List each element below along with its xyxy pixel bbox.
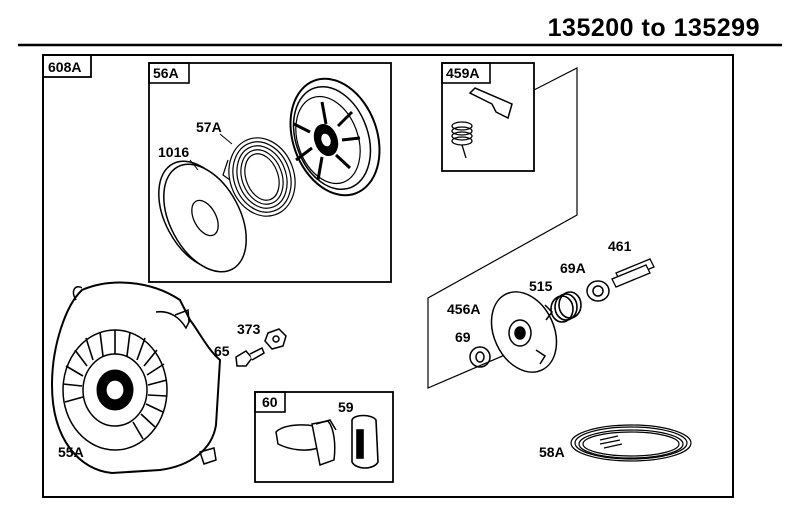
outer-frame-tab xyxy=(42,54,92,78)
starter-pulley-box-label: 56A xyxy=(153,65,179,81)
label-515: 515 xyxy=(529,278,553,294)
handle-kit-box: 60 59 xyxy=(254,391,394,483)
pin-part xyxy=(611,258,655,288)
starter-pulley-box: 56A 1016 57A xyxy=(148,62,392,283)
label-373: 373 xyxy=(237,321,261,337)
outer-frame xyxy=(42,54,734,498)
handle-insert xyxy=(275,419,337,466)
washer-69a-part xyxy=(586,280,610,302)
nut-part xyxy=(264,328,287,350)
label-69: 69 xyxy=(455,329,471,345)
assembly-bracket-line xyxy=(427,67,578,389)
dog-spring xyxy=(451,121,473,159)
label-65: 65 xyxy=(214,343,230,359)
starter-rope xyxy=(570,424,692,462)
dog-kit-box: 459A xyxy=(441,62,535,172)
dog-kit-box-label: 459A xyxy=(446,65,479,81)
blower-housing xyxy=(50,281,222,475)
label-59: 59 xyxy=(338,399,354,415)
dog-pawl xyxy=(468,87,513,120)
washer-69-part xyxy=(469,346,491,368)
spring-515-part xyxy=(550,291,582,323)
label-69a: 69A xyxy=(560,260,586,276)
outer-frame-label: 608A xyxy=(48,59,81,75)
washer-disc xyxy=(158,160,247,273)
handle-grip xyxy=(351,414,379,469)
pulley-wheel xyxy=(289,77,381,197)
label-57a: 57A xyxy=(196,119,222,135)
page-title: 135200 to 135299 xyxy=(547,14,760,42)
label-461: 461 xyxy=(608,238,632,254)
label-58a: 58A xyxy=(539,444,565,460)
retainer-part xyxy=(490,291,558,373)
handle-kit-box-label: 60 xyxy=(262,394,278,410)
spring-coil xyxy=(222,137,296,217)
bolt-part xyxy=(235,346,265,367)
label-55a: 55A xyxy=(58,444,84,460)
label-1016: 1016 xyxy=(158,144,189,160)
label-456a: 456A xyxy=(447,301,480,317)
